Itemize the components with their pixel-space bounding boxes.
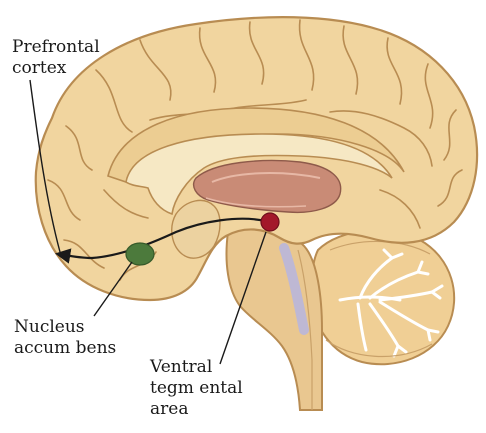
prefrontal-cortex-label: Prefrontal cortex xyxy=(12,37,100,79)
vta-marker xyxy=(261,213,279,231)
cerebellum xyxy=(312,230,454,364)
nucleus-accumbens-label: Nucleus accum bens xyxy=(14,317,116,359)
nucleus-accumbens-marker xyxy=(126,243,154,265)
ventral-tegmental-area-label: Ventral tegm ental area xyxy=(150,357,243,420)
